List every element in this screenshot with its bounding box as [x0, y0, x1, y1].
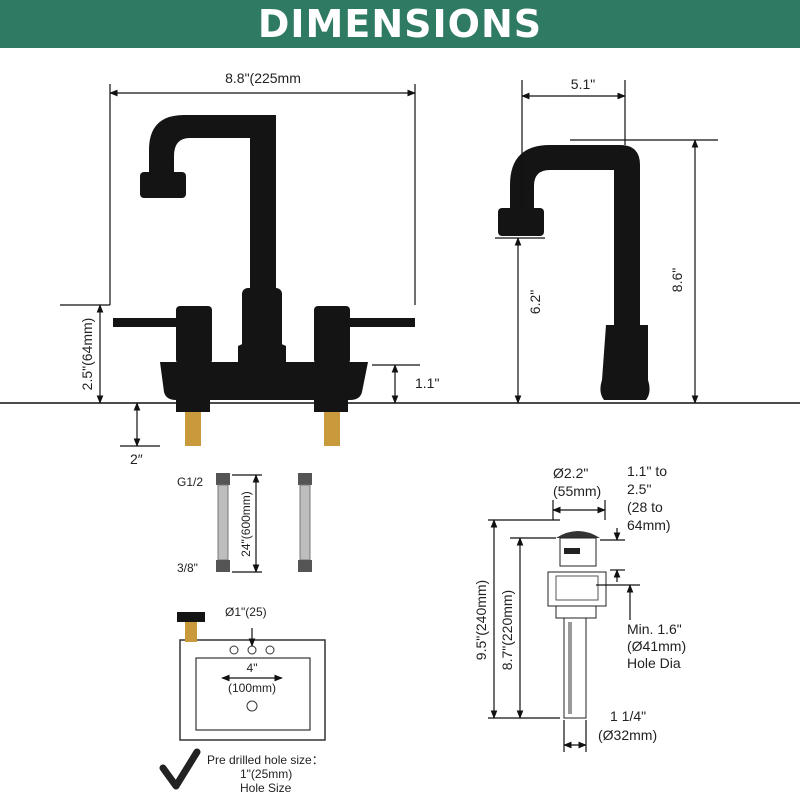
- drain-total-length: 9.5"(240mm): [473, 580, 489, 660]
- drain-pipe-diameter: 1 1/4": [610, 708, 646, 724]
- drain-adjust-range-3: (28 to: [627, 499, 663, 515]
- drain-pipe-diameter-mm: (Ø32mm): [598, 727, 657, 743]
- drain-cap-diameter-mm: (55mm): [553, 483, 601, 499]
- reach-label: 5.1": [571, 76, 595, 92]
- drain-cap-diameter: Ø2.2": [553, 465, 588, 481]
- hose-top-thread: G1/2: [177, 475, 203, 489]
- note-line-2: 1"(25mm): [240, 767, 292, 781]
- drain-illustration: [547, 531, 607, 719]
- drain-min-hole-2: (Ø41mm): [627, 638, 686, 654]
- checkmark-icon: [159, 748, 201, 790]
- total-height-label: 8.6": [669, 268, 685, 292]
- title-banner: [0, 0, 800, 48]
- supply-hose-illustration: [216, 473, 312, 572]
- sink-top-view: [177, 612, 326, 741]
- hole-spacing: 4": [247, 661, 258, 675]
- hole-spacing-mm: (100mm): [228, 681, 276, 695]
- deck-range-label: 2.5"(64mm): [79, 318, 95, 391]
- drain-adjust-range-1: 1.1" to: [627, 463, 667, 479]
- spout-height-label: 6.2": [527, 290, 543, 314]
- hose-bottom-thread: 3/8": [177, 561, 198, 575]
- note-line-3: Hole Size: [240, 781, 292, 795]
- hose-length-label: 24"(600mm): [239, 491, 253, 557]
- drain-body-length: 8.7"(220mm): [499, 590, 515, 670]
- note-line-1: Pre drilled hole size：: [207, 753, 324, 767]
- width-label: 8.8"(225mm: [225, 70, 301, 86]
- drain-min-hole-3: Hole Dia: [627, 655, 681, 671]
- front-faucet-illustration: [113, 115, 415, 446]
- drain-adjust-range-2: 2.5": [627, 481, 651, 497]
- page-title: DIMENSIONS: [257, 2, 543, 46]
- drain-min-hole-1: Min. 1.6": [627, 621, 682, 637]
- side-faucet-illustration: [498, 145, 650, 400]
- drain-adjust-range-4: 64mm): [627, 517, 671, 533]
- base-height-label: 1.1": [415, 375, 439, 391]
- sink-hole-diameter: Ø1"(25): [225, 605, 267, 619]
- shank-length-label: 2″: [130, 451, 143, 467]
